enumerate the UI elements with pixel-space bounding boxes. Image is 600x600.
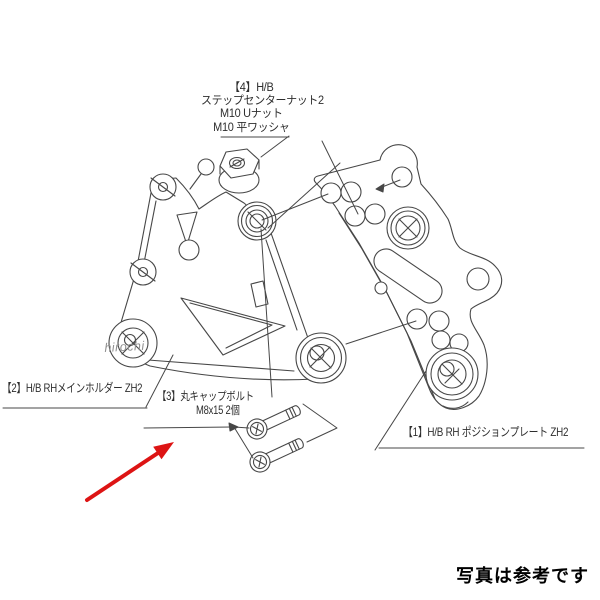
plate-hole [320, 182, 342, 204]
photo-disclaimer-caption: 写真は参考です [456, 566, 589, 586]
leader-label1 [374, 370, 427, 451]
holder-bushing [237, 201, 277, 241]
callout-part1: 【1】H/B RH ポジションプレート ZH2 [403, 425, 569, 439]
leader-to-bolt-heads [233, 426, 254, 459]
holder-thickness-line [142, 200, 157, 269]
leader-label2 [145, 354, 174, 408]
leader-lines [2, 135, 585, 459]
plate-bushing [386, 206, 430, 250]
plate-hole [340, 181, 362, 203]
plate-slot [373, 248, 443, 304]
holder-boss-top-arm [149, 173, 177, 201]
position-plate-drawing [313, 144, 503, 410]
cap-bolt-drawing [249, 438, 304, 473]
plate-thickness-line [442, 401, 469, 409]
red-arrow [85, 442, 174, 502]
callout-part3-line2: M8x15 2個 [196, 405, 240, 417]
callout-part4-line2: ステップセンターナット2 [201, 95, 324, 108]
callout-part2: 【2】H/B RHメインホルダー ZH2 [2, 381, 143, 395]
holder-hole [178, 239, 200, 261]
leader-from-bolt-tips [302, 403, 338, 443]
holder-thickness-line [265, 239, 298, 331]
holder-thickness-line [147, 359, 295, 372]
plate-hole [428, 310, 450, 332]
plate-hole [431, 330, 451, 350]
holder-boss-bottom-right [295, 332, 347, 384]
callout-part4-line4: M10 平ワッシャ [213, 121, 290, 134]
holder-cutout-depth-line [189, 302, 273, 349]
leader-crossing-2 [321, 140, 359, 215]
holder-boss-left [129, 258, 157, 286]
holder-triangle-cutout-small [176, 211, 198, 246]
plate-tab-hole [391, 166, 413, 188]
plate-hole [374, 281, 388, 295]
leader-bushing-to-plate-hole [261, 193, 329, 221]
callout-part4-line1: 【4】H/B [229, 82, 274, 94]
holder-pin-line [189, 173, 202, 190]
leader-label3 [143, 426, 233, 429]
plate-hole [406, 308, 428, 330]
leader-boss-to-plate [345, 320, 417, 345]
leader-label4-to-nut [260, 135, 290, 158]
plate-hole [364, 203, 386, 225]
holder-triangle-cutout-large [180, 297, 286, 356]
main-holder-drawing [108, 158, 347, 384]
cap-bolt-drawing [246, 405, 301, 440]
flange-nut-drawing [218, 148, 260, 194]
callout-part4: 【4】H/B ステップセンターナット2 M10 Uナット M10 平ワッシャ [201, 82, 324, 135]
holder-boss-bottom-left [108, 318, 158, 368]
callout-part3-line1: 【3】丸キャップボルト [157, 391, 254, 403]
holder-pin-circle [197, 158, 215, 176]
leader-crossing-1 [267, 162, 341, 229]
callout-part4-line3: M10 Uナット [220, 108, 283, 121]
plate-hole [466, 267, 490, 291]
leader-arrowhead [375, 183, 385, 193]
plate-bottom-boss [425, 347, 479, 401]
leader-label3-to-bushing [260, 228, 273, 398]
plate-thickness-line [338, 212, 436, 400]
holder-notch [250, 280, 269, 308]
watermark: hirochi [104, 338, 146, 355]
